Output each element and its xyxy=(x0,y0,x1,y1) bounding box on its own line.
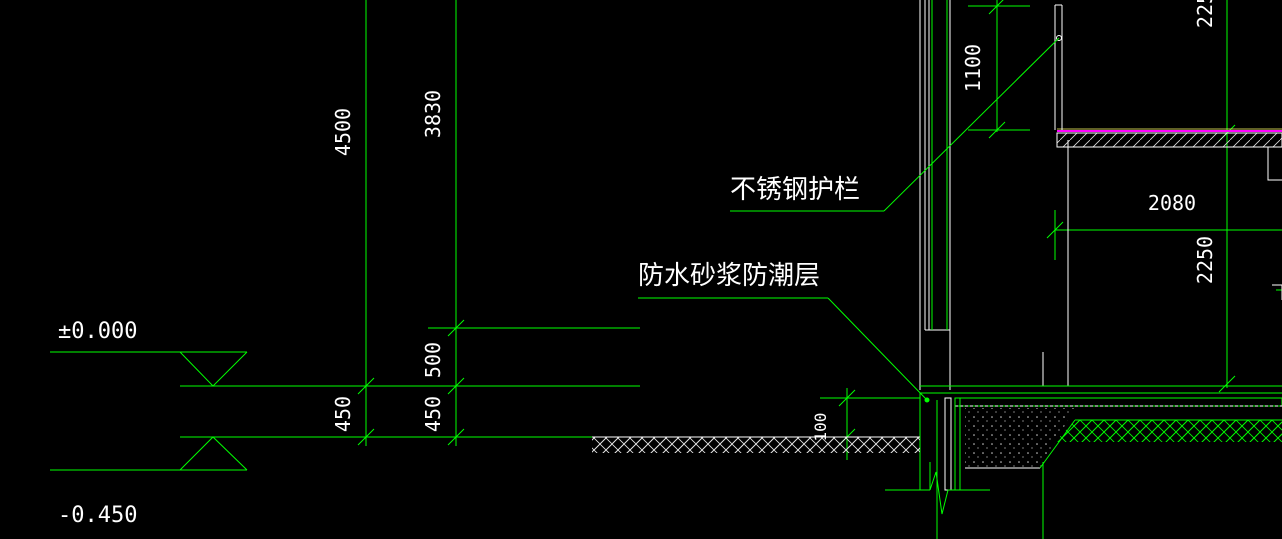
upper-slab xyxy=(1054,4,1282,300)
dim-height-a: 3830 xyxy=(421,90,445,138)
note-dpc: 防水砂浆防潮层 xyxy=(638,261,820,291)
dim-floor-upper: 2250 xyxy=(1193,0,1217,28)
leader-railing xyxy=(730,37,1060,212)
leader-dpc xyxy=(638,297,930,403)
dim-rail-height: 1100 xyxy=(961,44,985,92)
dim-step-mid: 450 xyxy=(421,396,445,432)
dim-step-left: 450 xyxy=(331,396,355,432)
note-railing: 不锈钢护栏 xyxy=(730,175,860,205)
wall-section xyxy=(919,0,1069,390)
level-outdoor-label: -0.450 xyxy=(58,503,137,528)
dimension-lines xyxy=(357,0,1282,460)
level-marker-ground xyxy=(50,351,248,387)
outdoor-grade xyxy=(592,436,920,453)
level-marker-outdoor xyxy=(50,436,248,471)
level-ground-label: ±0.000 xyxy=(58,319,137,344)
foundation-break xyxy=(885,393,1044,539)
dim-floor-lower: 2250 xyxy=(1193,236,1217,284)
dim-plinth: 500 xyxy=(421,342,445,378)
ground-floor-slab xyxy=(944,397,1282,491)
dim-span: 2080 xyxy=(1148,191,1196,215)
dim-small: 100 xyxy=(811,413,830,442)
wall-section-green xyxy=(920,0,1282,394)
dim-total-height: 4500 xyxy=(331,108,355,156)
reference-lines xyxy=(180,327,920,438)
